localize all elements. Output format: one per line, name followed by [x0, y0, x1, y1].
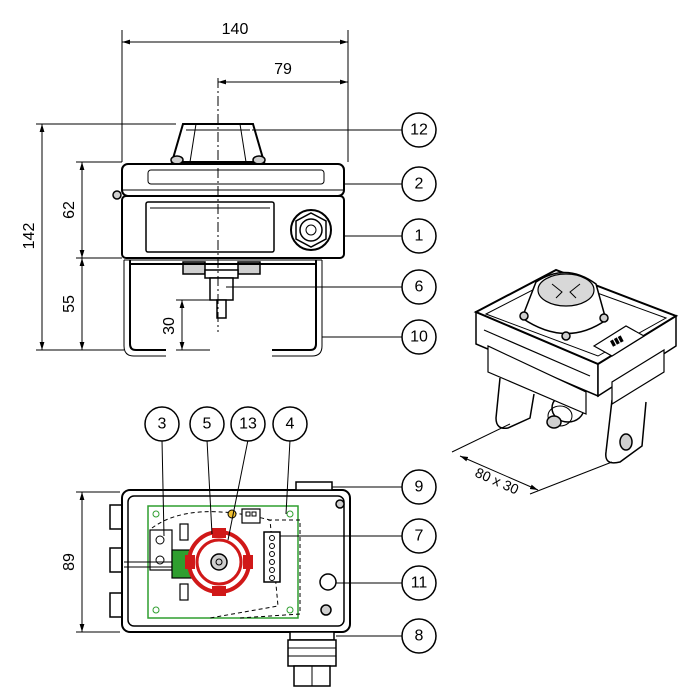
svg-text:8: 8 — [415, 628, 424, 645]
housing-cover — [121, 163, 345, 197]
iso-indicator-dome — [519, 271, 609, 341]
callout-8: 8 — [401, 618, 437, 654]
internal-dimensions: 89 — [61, 491, 120, 633]
callout-3: 3 — [144, 406, 180, 442]
cable-gland-front — [290, 209, 332, 251]
callout-4: 4 — [272, 406, 308, 442]
svg-text:11: 11 — [411, 575, 428, 592]
svg-text:2: 2 — [415, 176, 424, 193]
svg-text:6: 6 — [415, 279, 424, 296]
red-cam — [185, 528, 253, 596]
callout-7: 7 — [401, 518, 437, 554]
dim-housing-height: 62 — [61, 201, 78, 219]
svg-text:10: 10 — [410, 329, 428, 346]
dim-total-height: 142 — [21, 223, 38, 250]
dim-side-width: 89 — [61, 553, 78, 571]
callout-12: 12 — [401, 112, 437, 148]
dim-shaft-length: 30 — [161, 317, 178, 335]
led — [227, 509, 237, 519]
svg-text:1: 1 — [415, 228, 424, 245]
front-leaders — [226, 129, 402, 338]
internal-view — [109, 481, 351, 687]
dim-total-width: 140 — [222, 21, 249, 38]
front-dimensions: 140 79 142 62 55 30 — [21, 21, 349, 351]
svg-text:5: 5 — [203, 416, 212, 433]
internal-leaders — [161, 439, 402, 637]
callout-1: 1 — [401, 218, 437, 254]
dim-bracket-height: 55 — [61, 295, 78, 313]
svg-text:4: 4 — [286, 416, 295, 433]
callout-11: 11 — [401, 565, 437, 601]
svg-text:7: 7 — [415, 528, 424, 545]
iso-dimension: 80 x 30 — [451, 423, 613, 498]
cover-screw — [112, 190, 122, 200]
isometric-view: ▮▮▮ — [473, 268, 679, 464]
front-view — [112, 78, 345, 357]
callout-13: 13 — [230, 406, 266, 442]
callout-2: 2 — [401, 166, 437, 202]
cable-gland-bottom — [287, 631, 337, 687]
label-window — [145, 201, 275, 253]
svg-text:9: 9 — [415, 479, 424, 496]
callout-5: 5 — [189, 406, 225, 442]
svg-text:13: 13 — [239, 416, 257, 433]
callout-10: 10 — [401, 319, 437, 355]
svg-text:12: 12 — [410, 122, 428, 139]
callout-9: 9 — [401, 469, 437, 505]
drive-shaft — [209, 277, 234, 301]
svg-text:3: 3 — [158, 416, 167, 433]
callout-6: 6 — [401, 269, 437, 305]
mounting-bracket — [129, 260, 317, 351]
callouts: 12 2 1 6 10 3 5 13 — [144, 112, 437, 654]
dim-center-offset: 79 — [274, 61, 292, 78]
dim-bracket-size: 80 x 30 — [473, 464, 522, 497]
